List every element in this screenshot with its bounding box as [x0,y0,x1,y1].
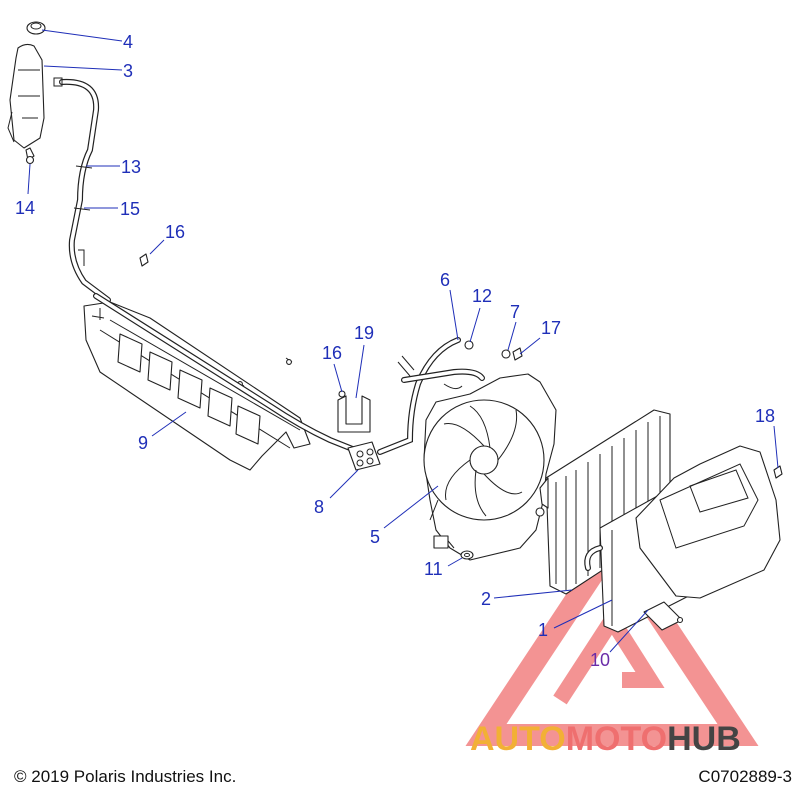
callout-1: 1 [538,620,548,640]
coolant-reservoir [7,43,45,161]
callout-16-right: 16 [322,343,342,363]
watermark-logo [465,525,759,746]
callout-15: 15 [120,199,140,219]
screw-17 [512,347,523,361]
callout-16-left: 16 [165,222,185,242]
hose-clip-19 [337,395,371,433]
overflow-hose [53,77,111,303]
callout-10: 10 [590,650,610,670]
callout-17: 17 [541,318,561,338]
fan-shroud-5 [423,373,557,561]
part-code: C0702889-3 [698,767,792,786]
watermark-text: AUTOMOTOHUB [470,720,741,758]
callout-2: 2 [481,589,491,609]
coolant-line [93,293,363,455]
callout-5: 5 [370,527,380,547]
callout-8: 8 [314,497,324,517]
callout-14: 14 [15,198,35,218]
screw-16-left [139,253,149,267]
callout-4: 4 [123,32,133,52]
callout-7: 7 [510,302,520,322]
callout-6: 6 [440,270,450,290]
watermark-auto: AUTO [470,720,566,758]
watermark-hub: HUB [667,720,741,758]
callout-12: 12 [472,286,492,306]
callout-11: 11 [424,559,443,579]
callout-9: 9 [138,433,148,453]
nut-12 [464,340,474,350]
clamp-14 [25,155,35,165]
callout-18: 18 [755,406,775,426]
callout-labels: 4 3 13 14 15 16 6 12 7 17 16 19 9 18 8 5… [15,32,775,670]
reservoir-cap [26,21,46,35]
radiator-hose-6 [377,337,485,455]
nut-7 [501,349,511,359]
washer-11 [460,550,474,560]
watermark-moto: MOTO [566,720,667,758]
mounting-bracket [83,301,311,471]
air-deflector-10 [635,445,781,631]
leader-lines [27,29,779,653]
connector-8 [347,441,381,471]
callout-13: 13 [121,157,141,177]
copyright-notice: © 2019 Polaris Industries Inc. [14,767,236,786]
callout-19: 19 [354,323,374,343]
svg-text:AUTOMOTOHUB: AUTOMOTOHUB [470,720,741,758]
callout-3: 3 [123,61,133,81]
